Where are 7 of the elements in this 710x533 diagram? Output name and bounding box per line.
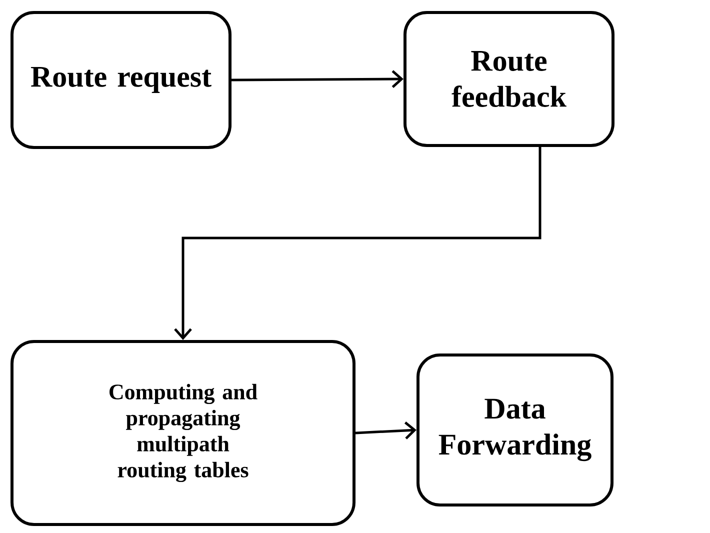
process-box: Computing and propagating multipath routing tables — [10, 340, 356, 526]
process-box: Data Forwarding — [416, 353, 614, 506]
arrow — [355, 422, 416, 440]
arrow — [174, 147, 542, 340]
process-box: Route request — [10, 11, 232, 149]
arrow — [232, 70, 404, 88]
process-box: Route feedback — [404, 11, 614, 147]
